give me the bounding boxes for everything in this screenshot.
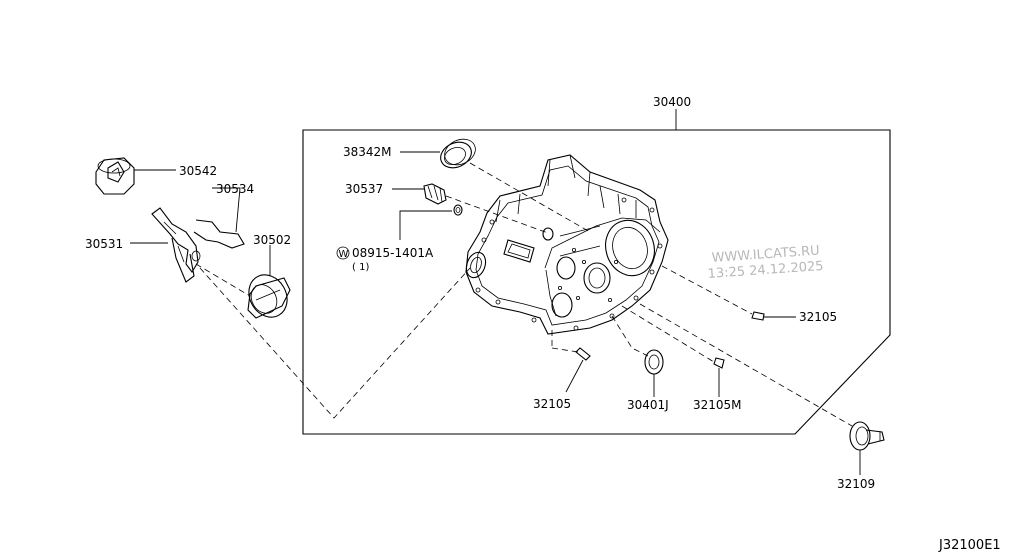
part-label-32109[interactable]: 32109 [837, 477, 875, 491]
dowel-32105-bottom-drawing [575, 347, 591, 361]
release-bearing-30502-drawing [247, 274, 291, 319]
leader-30534 [212, 187, 241, 233]
part-label-group-08915-1401a[interactable]: W 08915-1401A ( 1) [336, 246, 434, 273]
dowel-32105m-drawing [713, 357, 725, 369]
part-label-30534[interactable]: 30534 [216, 182, 254, 196]
part-label-32105-bottom[interactable]: 32105 [533, 397, 571, 411]
part-label-32105-right[interactable]: 32105 [799, 310, 837, 324]
part-label-08915-1401a[interactable]: 08915-1401A [352, 246, 434, 260]
dust-boot-30542-drawing [95, 157, 135, 195]
part-label-30400[interactable]: 30400 [653, 95, 691, 109]
part-label-32105m[interactable]: 32105M [693, 398, 742, 412]
leader-32105-bottom [565, 359, 584, 393]
part-label-30401j[interactable]: 30401J [627, 398, 669, 412]
plug-32109-drawing [849, 421, 885, 451]
part-label-30542[interactable]: 30542 [179, 164, 217, 178]
plug-30537-drawing [423, 183, 447, 205]
withdrawal-lever-30531-drawing [151, 207, 201, 283]
part-label-30502[interactable]: 30502 [253, 233, 291, 247]
leader-08915-1401a [399, 210, 452, 240]
washer-symbol-letter: W [339, 249, 349, 260]
dowel-32105-right-drawing [751, 311, 765, 321]
oil-seal-30401j-drawing [644, 349, 664, 375]
assembly-frame [302, 129, 891, 435]
diagram-reference-code: J32100E1 [938, 538, 1001, 553]
part-label-30531[interactable]: 30531 [85, 237, 123, 251]
part-label-38342m[interactable]: 38342M [343, 145, 392, 159]
part-quantity-08915-1401a: ( 1) [352, 262, 369, 273]
oil-seal-38342m-drawing [440, 138, 476, 169]
retainer-spring-30534-drawing [193, 219, 245, 249]
washer-symbol-circle [336, 246, 350, 260]
washer-08915-1401a-drawing [453, 204, 463, 216]
transmission-case-drawing [465, 154, 669, 335]
part-label-30537[interactable]: 30537 [345, 182, 383, 196]
